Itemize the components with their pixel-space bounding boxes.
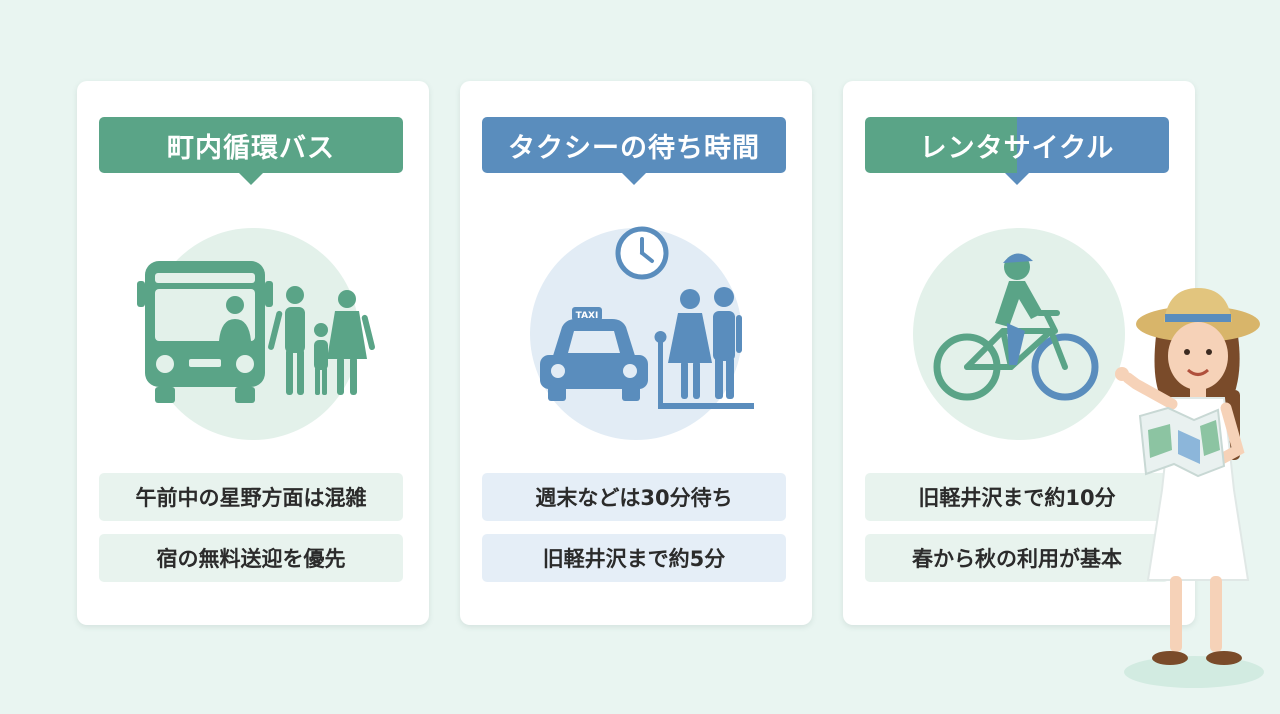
- card-rental-cycle: レンタサイクル 旧軽井沢まで約10分 春から秋の利用が基本: [843, 81, 1195, 625]
- info-row: 旧軽井沢まで約5分: [482, 534, 786, 582]
- taxi-sign-text: TAXI: [576, 311, 599, 321]
- map-icon: [1138, 406, 1226, 478]
- card-town-bus: 町内循環バス: [77, 81, 429, 625]
- bicycle-rider-icon: [913, 228, 1125, 440]
- info-row: 午前中の星野方面は混雑: [99, 473, 403, 521]
- info-row: 週末などは30分待ち: [482, 473, 786, 521]
- card-title: タクシーの待ち時間: [482, 117, 786, 185]
- taxi-waiting-icon: TAXI: [530, 226, 754, 440]
- tourist-with-map-icon: [1115, 288, 1264, 688]
- card-taxi-wait: タクシーの待ち時間 TAXI: [460, 81, 812, 625]
- bus-with-family-icon: [137, 228, 375, 440]
- info-row: 宿の無料送迎を優先: [99, 534, 403, 582]
- card-title: 町内循環バス: [99, 117, 403, 185]
- info-row: 旧軽井沢まで約10分: [865, 473, 1169, 521]
- card-title: レンタサイクル: [865, 117, 1169, 185]
- clock-icon: [615, 226, 669, 280]
- info-row: 春から秋の利用が基本: [865, 534, 1169, 582]
